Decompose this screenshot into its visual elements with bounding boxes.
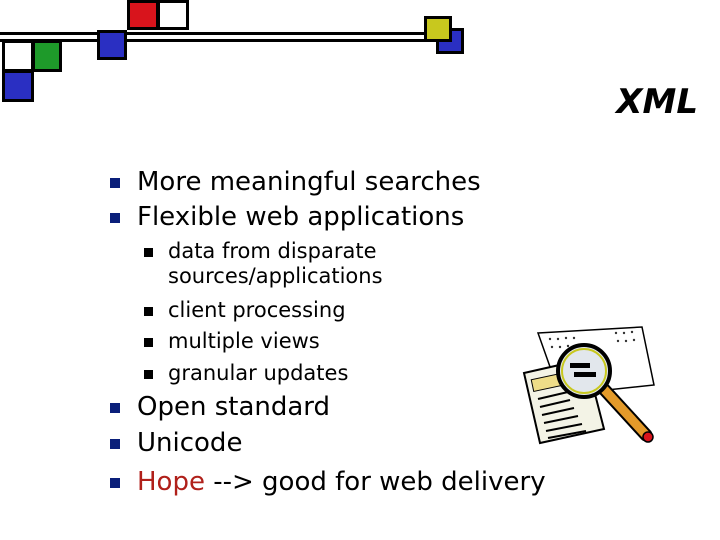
bullet-text-rest: --> good for web delivery xyxy=(204,467,546,497)
header-rule-bottom xyxy=(0,39,430,42)
bullet-text: Hope --> good for web delivery xyxy=(137,466,546,498)
bullet-text: Flexible web applications xyxy=(137,202,465,232)
magnifying-glass-over-document-icon xyxy=(522,326,655,445)
bullet-text: Open standard xyxy=(137,392,331,422)
square-bullet-icon xyxy=(144,307,153,316)
white-square-top xyxy=(157,0,189,30)
bullet-text: Unicode xyxy=(137,428,243,458)
square-bullet-icon xyxy=(110,478,120,488)
square-bullet-icon xyxy=(110,439,120,449)
hope-highlight: Hope xyxy=(137,467,205,497)
slide-title: XML xyxy=(616,82,698,122)
sub-bullet-text-continued: sources/applications xyxy=(168,264,383,288)
header-rule-top xyxy=(0,32,430,35)
yellow-square xyxy=(424,16,452,42)
square-bullet-icon xyxy=(144,248,153,257)
square-bullet-icon xyxy=(144,370,153,379)
blue-square-mid xyxy=(97,30,127,60)
sub-bullet-text: client processing xyxy=(168,298,346,322)
sub-bullet-text: multiple views xyxy=(168,329,320,353)
blue-square-left xyxy=(2,70,34,102)
sub-bullet-text: granular updates xyxy=(168,361,349,385)
square-bullet-icon xyxy=(110,403,120,413)
sub-bullet-text: data from disparate xyxy=(168,239,377,263)
square-bullet-icon xyxy=(144,338,153,347)
square-bullet-icon xyxy=(110,213,120,223)
square-bullet-icon xyxy=(110,178,120,188)
bullet-text: More meaningful searches xyxy=(137,167,481,197)
